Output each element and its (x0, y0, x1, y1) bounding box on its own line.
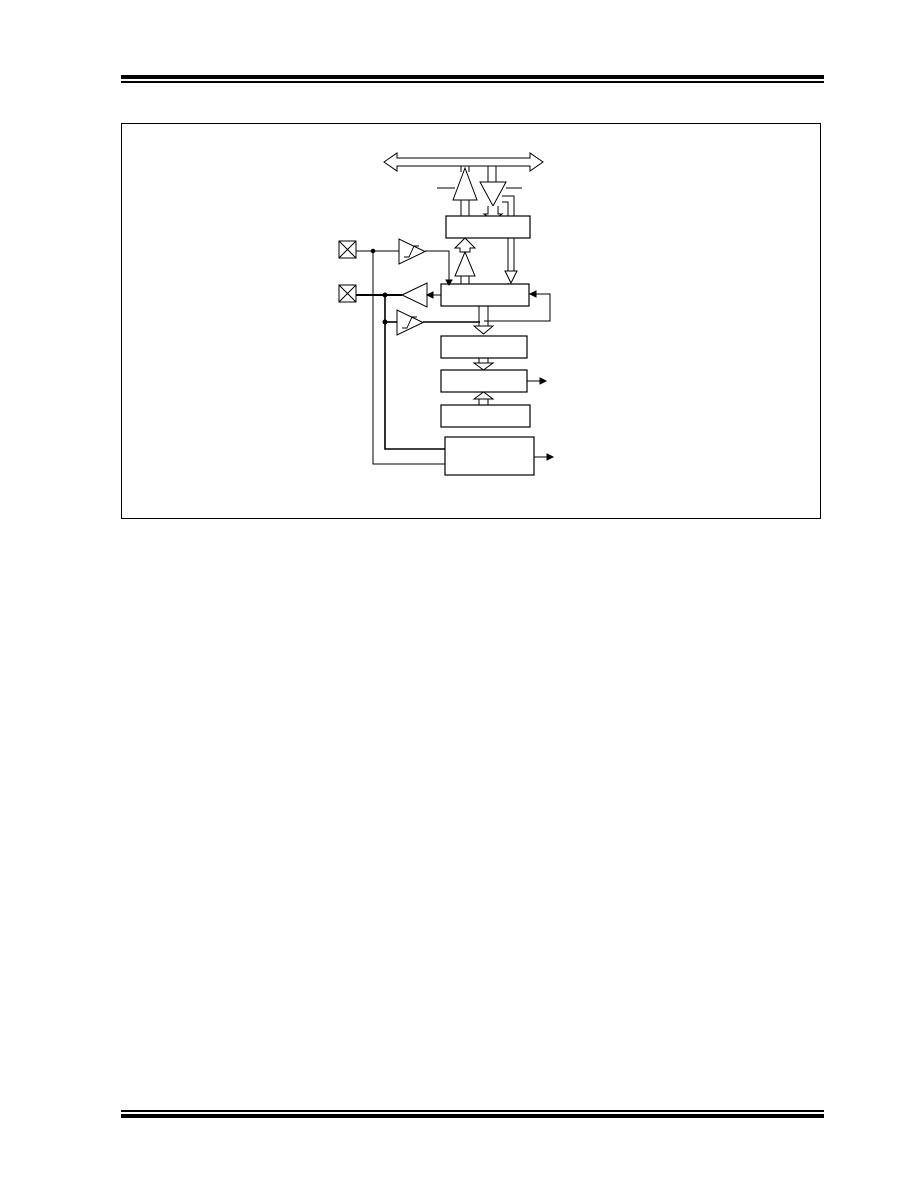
shift-to-mid-arrow (472, 306, 495, 335)
block-mid (440, 335, 528, 359)
pin-bottom (338, 284, 357, 303)
output-driver-icon (400, 282, 428, 308)
block-compare (440, 369, 528, 393)
block-shift (440, 283, 530, 307)
pin-top (338, 240, 357, 259)
mid-to-compare-arrow (472, 358, 495, 371)
shift-feedback-loop (484, 293, 551, 322)
block-lower (440, 404, 531, 428)
schmitt-trigger-icon-bottom (396, 309, 425, 336)
footer-rule-thin (121, 1110, 824, 1112)
schmitt-trigger-icon (398, 238, 427, 265)
block-top (445, 215, 531, 239)
write-buffer-arrow (479, 166, 507, 221)
data-bus-arrow (383, 152, 544, 172)
bus-to-shift-register (502, 195, 518, 285)
shift-to-buffer-arrow (453, 237, 477, 284)
block-control (444, 436, 535, 476)
header-rule-thick (121, 75, 824, 79)
figure-frame (121, 123, 821, 519)
read-buffer-arrow (452, 166, 478, 216)
lower-to-compare-arrow (472, 391, 495, 405)
header-rule-thin (121, 81, 824, 83)
footer-rule-thick (121, 1114, 824, 1118)
